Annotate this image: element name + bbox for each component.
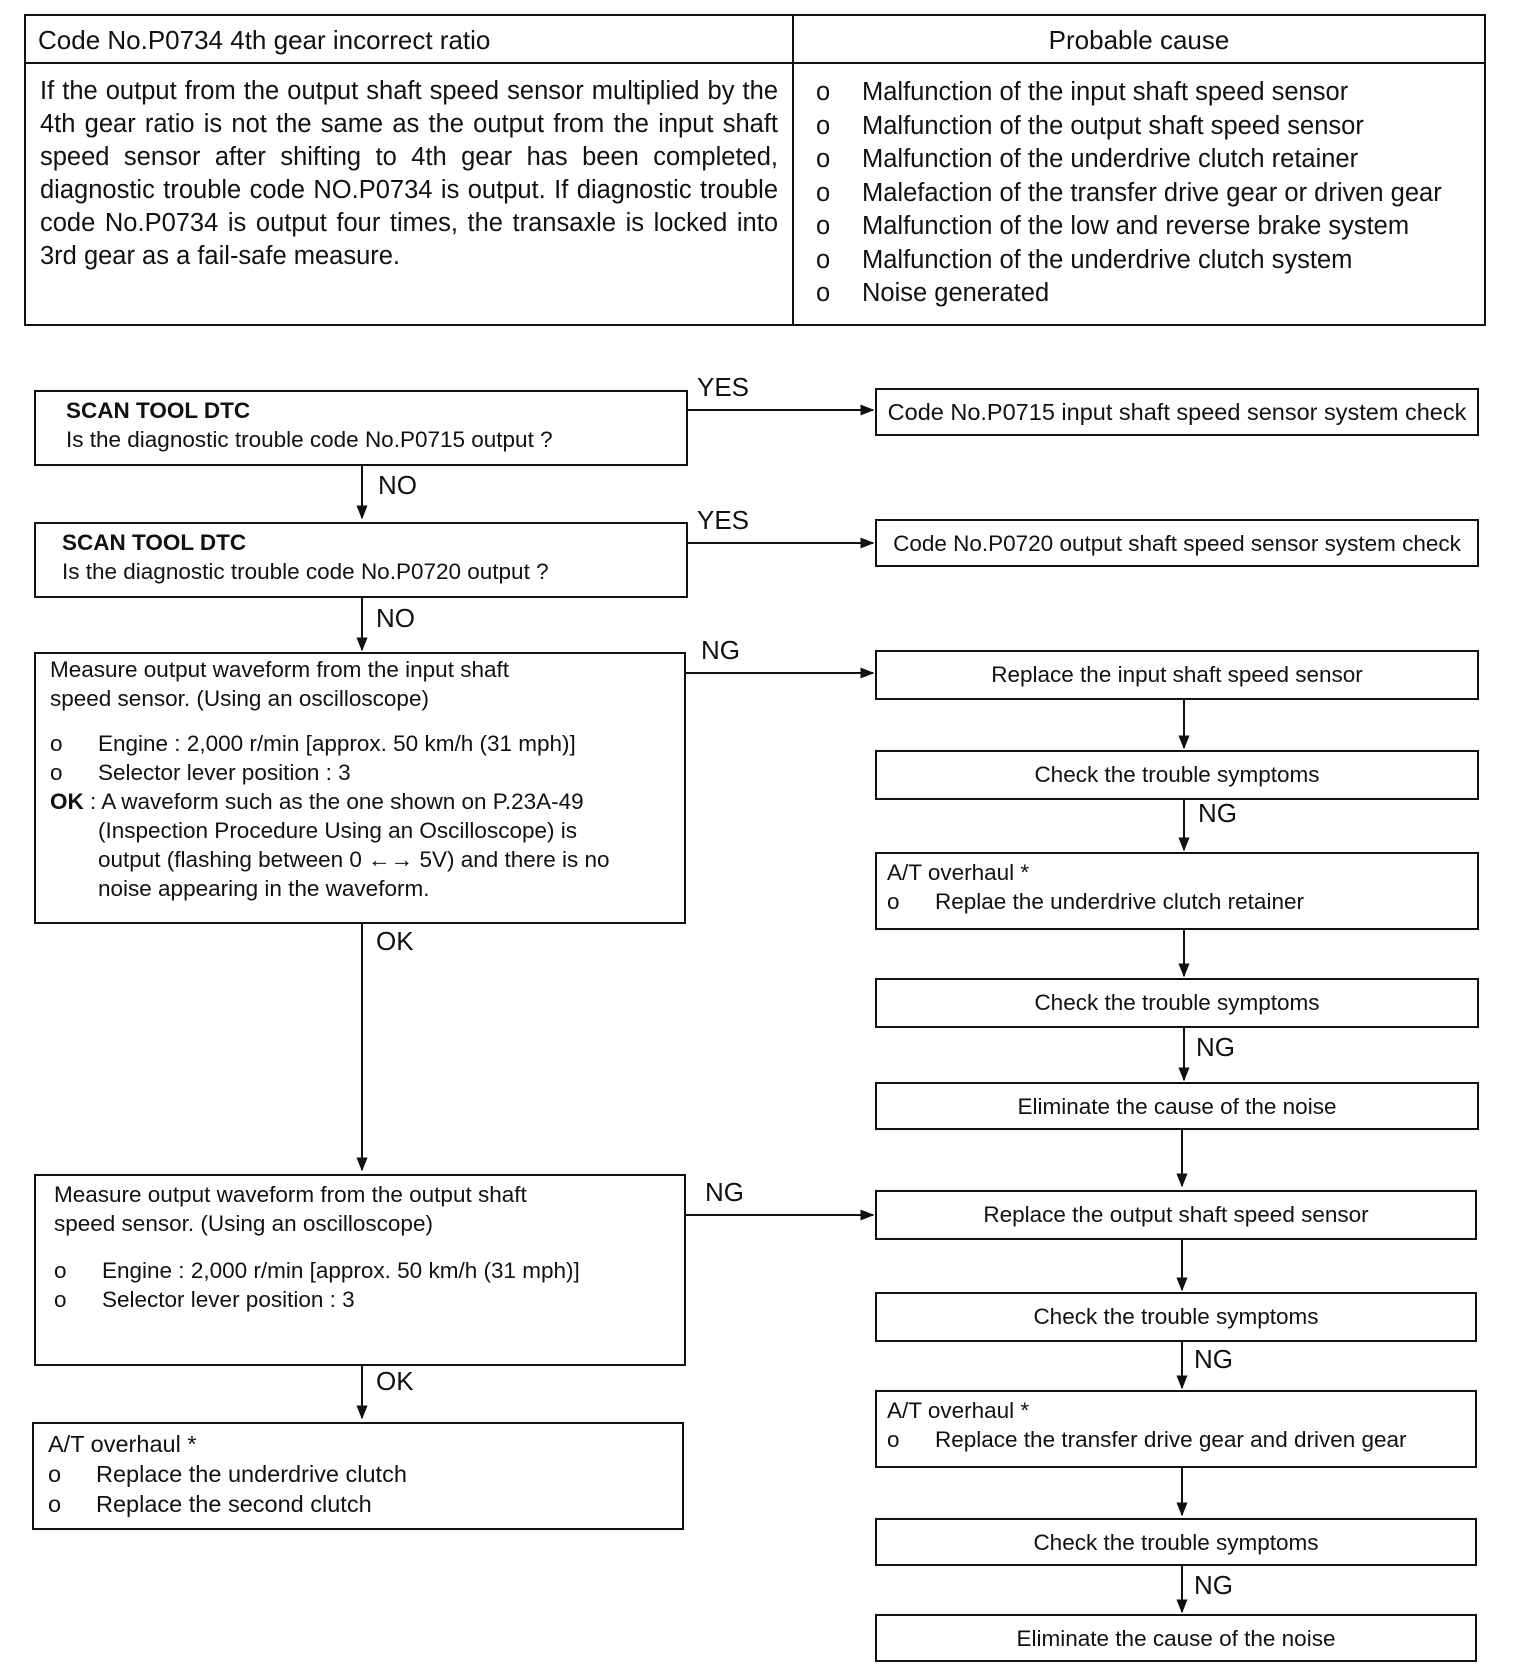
header-table: Code No.P0734 4th gear incorrect ratio P… <box>24 14 1486 326</box>
label-step4-ok: OK <box>376 1366 414 1396</box>
eliminate-noise-box-2: Eliminate the cause of the noise <box>875 1614 1477 1662</box>
code-title: Code No.P0734 4th gear incorrect ratio <box>26 16 794 64</box>
replace-output-sensor-box: Replace the output shaft speed sensor <box>875 1190 1477 1240</box>
step3-ok-line3: output (flashing between 0 ←→ 5V) and th… <box>98 847 610 872</box>
step2-title: SCAN TOOL DTC <box>62 530 247 555</box>
check-symptoms-box-2: Check the trouble symptoms <box>875 978 1479 1028</box>
label-step3-ng: NG <box>701 635 740 665</box>
overhaul-right-title-1: A/T overhaul * <box>887 860 1030 885</box>
step3-ok-line4: noise appearing in the waveform. <box>98 876 430 901</box>
step4-box: Measure output waveform from the output … <box>34 1174 686 1366</box>
step1-title: SCAN TOOL DTC <box>66 398 251 423</box>
check-symptoms-box-1: Check the trouble symptoms <box>875 750 1479 800</box>
label-ng-2: NG <box>1196 1032 1235 1062</box>
label-step4-ng: NG <box>705 1177 744 1207</box>
label-step3-ok: OK <box>376 926 414 956</box>
check-symptoms-box-4: Check the trouble symptoms <box>875 1518 1477 1566</box>
replace-input-sensor-box: Replace the input shaft speed sensor <box>875 650 1479 700</box>
step1-box: SCAN TOOL DTC Is the diagnostic trouble … <box>34 390 688 466</box>
step3-box: Measure output waveform from the input s… <box>34 652 686 924</box>
overhaul-right-title-2: A/T overhaul * <box>887 1398 1030 1423</box>
step3-ok-criteria: OK : A waveform such as the one shown on… <box>50 789 584 814</box>
label-step1-no: NO <box>378 470 417 500</box>
p0720-check-box: Code No.P0720 output shaft speed sensor … <box>875 519 1479 567</box>
label-step2-no: NO <box>376 603 415 633</box>
step2-question: Is the diagnostic trouble code No.P0720 … <box>62 559 549 584</box>
code-description: If the output from the output shaft spee… <box>26 64 794 324</box>
label-step2-yes: YES <box>697 505 750 535</box>
step3-line2: speed sensor. (Using an oscilloscope) <box>50 686 429 711</box>
check-symptoms-box-3: Check the trouble symptoms <box>875 1292 1477 1342</box>
probable-cause-title: Probable cause <box>794 16 1484 64</box>
label-ng-4: NG <box>1194 1570 1233 1600</box>
step3-ok-line2: (Inspection Procedure Using an Oscillosc… <box>98 818 577 843</box>
step2-box: SCAN TOOL DTC Is the diagnostic trouble … <box>34 522 688 598</box>
overhaul-left-title: A/T overhaul * <box>48 1431 197 1457</box>
label-step1-yes: YES <box>697 372 750 402</box>
p0715-check-box: Code No.P0715 input shaft speed sensor s… <box>875 388 1479 436</box>
label-ng-3: NG <box>1194 1344 1233 1374</box>
step4-line2: speed sensor. (Using an oscilloscope) <box>54 1211 433 1236</box>
step3-line1: Measure output waveform from the input s… <box>50 657 509 682</box>
label-ng-1: NG <box>1198 798 1237 828</box>
eliminate-noise-box-1: Eliminate the cause of the noise <box>875 1082 1479 1130</box>
step1-question: Is the diagnostic trouble code No.P0715 … <box>66 427 553 452</box>
step4-line1: Measure output waveform from the output … <box>54 1182 527 1207</box>
